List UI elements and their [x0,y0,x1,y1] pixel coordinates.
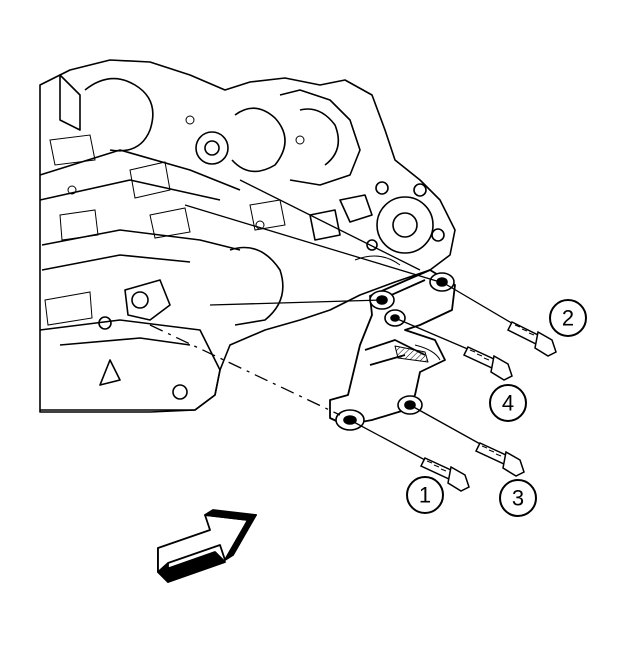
pulley-top [195,131,229,165]
callout-2-label: 2 [562,306,574,331]
callout-4-label: 4 [502,391,514,416]
throttle-body [59,74,81,131]
bracket-body [329,269,456,426]
bolt-2 [506,320,557,357]
callout-1-label: 1 [419,483,431,508]
engine-block [39,59,456,413]
callout-4: 4 [489,384,527,422]
mount-bracket [329,269,456,426]
callout-3-label: 3 [512,486,524,511]
alignment-lines [149,179,516,461]
callout-3: 3 [499,479,537,517]
bolt-1 [419,457,470,492]
bolt-3 [474,442,525,477]
front-direction-arrow [157,509,257,583]
oil-pan [39,319,221,411]
bolt-4 [462,346,513,381]
engine-details [44,115,401,326]
callout-1: 1 [406,476,444,514]
sprocket [376,196,434,254]
callout-2: 2 [549,299,587,337]
